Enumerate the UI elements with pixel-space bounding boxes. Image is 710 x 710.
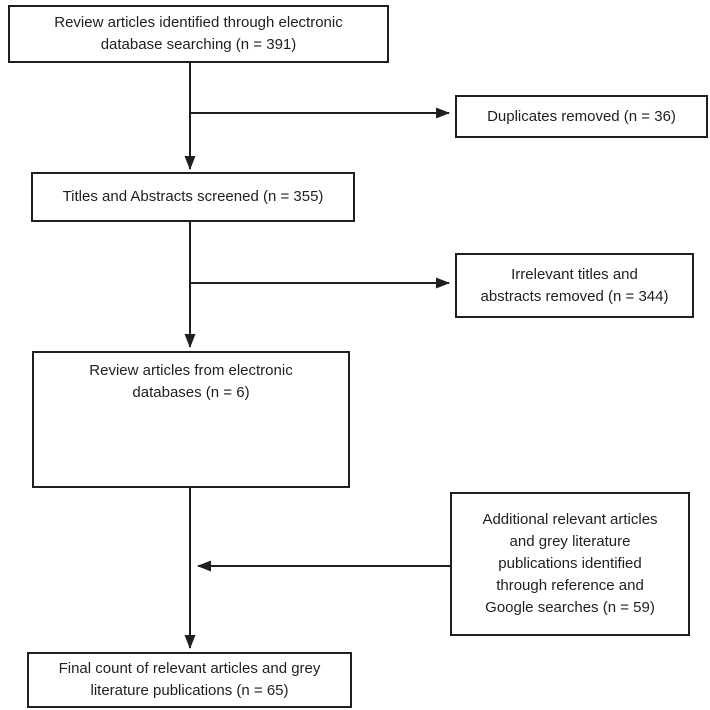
flow-box-titles-abstracts-screened: Titles and Abstracts screened (n = 355) <box>31 172 355 222</box>
flow-box-final-count: Final count of relevant articles and gre… <box>27 652 352 708</box>
flow-box-duplicates-removed: Duplicates removed (n = 36) <box>455 95 708 138</box>
flow-box-identified: Review articles identified through elect… <box>8 5 389 63</box>
flow-box-irrelevant-removed: Irrelevant titles and abstracts removed … <box>455 253 694 318</box>
flow-box-additional-articles: Additional relevant articles and grey li… <box>450 492 690 636</box>
flow-box-electronic-databases: Review articles from electronic database… <box>32 351 350 488</box>
